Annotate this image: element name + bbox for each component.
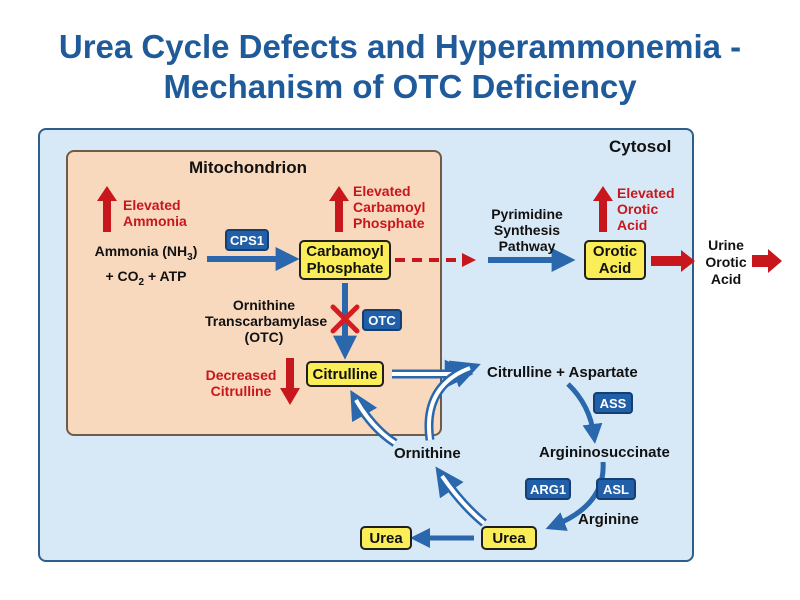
mitochondrion-label: Mitochondrion (189, 158, 308, 177)
elevated-ammonia-label: Elevated Ammonia (123, 197, 187, 229)
ammonia-substrate-label: Ammonia (NH3) + CO2 + ATP (94, 243, 198, 288)
citrulline-box: Citrulline (306, 361, 384, 387)
arg1-enzyme-badge: ARG1 (525, 478, 571, 500)
decreased-citrulline-arrow (280, 358, 300, 405)
citrulline-aspartate-label: Citrulline + Aspartate (487, 364, 638, 381)
elevated-carbamoyl-arrow (329, 186, 349, 232)
argininosuccinate-label: Argininosuccinate (539, 444, 670, 461)
elevated-orotic-label: Elevated Orotic Acid (617, 185, 675, 233)
to-argininosuccinate-arrow (566, 382, 603, 444)
urine-output-arrow (752, 249, 782, 273)
ornithine-label: Ornithine (394, 445, 461, 462)
ass-enzyme-badge: ASS (593, 392, 633, 414)
asl-enzyme-badge: ASL (596, 478, 636, 500)
urea-main-box: Urea (481, 526, 537, 550)
orotic-to-urine-arrow (651, 250, 695, 272)
urine-orotic-acid-label: Urine Orotic Acid (705, 237, 747, 287)
elevated-ammonia-arrow (97, 186, 117, 232)
arginine-label: Arginine (578, 511, 639, 528)
page-title-line-1: Urea Cycle Defects and Hyperammonemia - (58, 28, 742, 65)
cytosol-label: Cytosol (609, 137, 672, 156)
urea-excreted-box: Urea (360, 526, 412, 550)
mitochondrion-compartment (66, 150, 442, 436)
decreased-citrulline-label: Decreased Citrulline (205, 367, 277, 399)
otc-enzyme-badge: OTC (362, 309, 402, 331)
pyrimidine-pathway-label: Pyrimidine Synthesis Pathway (491, 206, 563, 254)
elevated-carbamoyl-label: Elevated Carbamoyl Phosphate (353, 183, 426, 231)
elevated-orotic-arrow (593, 186, 613, 232)
cps1-enzyme-badge: CPS1 (225, 229, 269, 251)
orotic-acid-box: Orotic Acid (584, 240, 646, 280)
carbamoyl-phosphate-box: Carbamoyl Phosphate (299, 240, 391, 280)
to-arginine-arrow (545, 461, 606, 531)
otc-enzyme-name-label: Ornithine Transcarbamylase (OTC) (205, 297, 328, 345)
page-title-line-2: Mechanism of OTC Deficiency (163, 68, 637, 105)
otc-block-icon (330, 304, 360, 334)
